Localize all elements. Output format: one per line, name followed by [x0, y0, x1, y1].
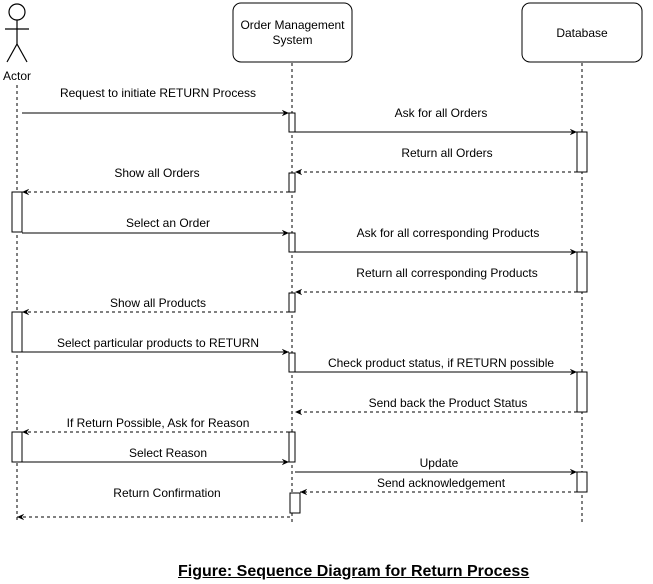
- message-label: If Return Possible, Ask for Reason: [67, 416, 250, 430]
- message-label: Send acknowledgement: [377, 476, 506, 490]
- oms-activation: [288, 232, 296, 253]
- message-label: Check product status, if RETURN possible: [328, 356, 554, 370]
- actor-activation: [11, 311, 23, 353]
- db-activation: [576, 251, 588, 293]
- database-box: [521, 2, 643, 63]
- message-label: Request to initiate RETURN Process: [60, 86, 256, 100]
- message-label: Return all Orders: [401, 146, 492, 160]
- database-label: Database: [556, 26, 608, 40]
- message-label: Ask for all Orders: [395, 106, 488, 120]
- message-label: Update: [420, 456, 459, 470]
- oms-activation: [288, 112, 296, 133]
- oms-activation: [288, 352, 296, 373]
- oms-activation: [289, 492, 301, 514]
- actor-activation: [11, 431, 23, 463]
- message-label: Select particular products to RETURN: [57, 336, 259, 350]
- db-activation: [576, 471, 588, 493]
- figure-caption: Figure: Sequence Diagram for Return Proc…: [178, 563, 530, 580]
- message-label: Show all Orders: [114, 166, 199, 180]
- db-activation: [576, 131, 588, 173]
- db-activation: [576, 371, 588, 413]
- oms-label-line-2: System: [272, 33, 312, 47]
- message-label: Show all Products: [110, 296, 206, 310]
- message-label: Select Reason: [129, 446, 207, 460]
- message-label: Send back the Product Status: [369, 396, 528, 410]
- oms-activation: [288, 292, 296, 313]
- oms-label-line-1: Order Management: [240, 18, 345, 32]
- actor-figure: [5, 3, 29, 63]
- message-label: Ask for all corresponding Products: [357, 226, 540, 240]
- message-label: Select an Order: [126, 216, 210, 230]
- message-label: Return Confirmation: [113, 486, 220, 500]
- messages: Request to initiate RETURN Process Ask f…: [17, 86, 577, 521]
- oms-activation: [288, 172, 296, 193]
- oms-activation: [288, 431, 296, 463]
- message-label: Return all corresponding Products: [356, 266, 537, 280]
- activation-bars: [11, 112, 588, 514]
- order-management-system-box: [232, 2, 353, 63]
- actor-label: Actor: [3, 69, 31, 83]
- actor-activation: [11, 191, 23, 233]
